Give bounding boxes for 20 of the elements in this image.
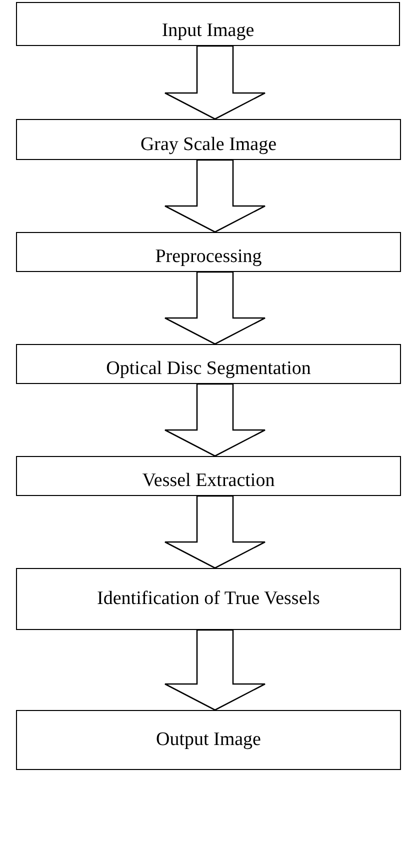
process-box bbox=[16, 568, 401, 630]
box-label: Preprocessing bbox=[155, 246, 262, 269]
block-arrow bbox=[164, 159, 266, 233]
block-arrow bbox=[164, 271, 266, 345]
process-box bbox=[16, 2, 400, 46]
process-box bbox=[16, 119, 401, 160]
box-label: Identification of True Vessels bbox=[97, 588, 320, 610]
box-label: Optical Disc Segmentation bbox=[106, 358, 311, 381]
box-label: Output Image bbox=[156, 729, 261, 751]
block-arrow bbox=[164, 383, 266, 457]
box-label: Input Image bbox=[162, 20, 254, 43]
block-arrow bbox=[164, 495, 266, 569]
process-box bbox=[16, 456, 401, 496]
block-arrow bbox=[164, 45, 266, 120]
box-label: Vessel Extraction bbox=[142, 470, 275, 493]
process-box bbox=[16, 710, 401, 770]
block-arrow bbox=[164, 629, 266, 711]
box-label: Gray Scale Image bbox=[140, 134, 277, 157]
process-box bbox=[16, 232, 401, 272]
process-box bbox=[16, 344, 401, 384]
